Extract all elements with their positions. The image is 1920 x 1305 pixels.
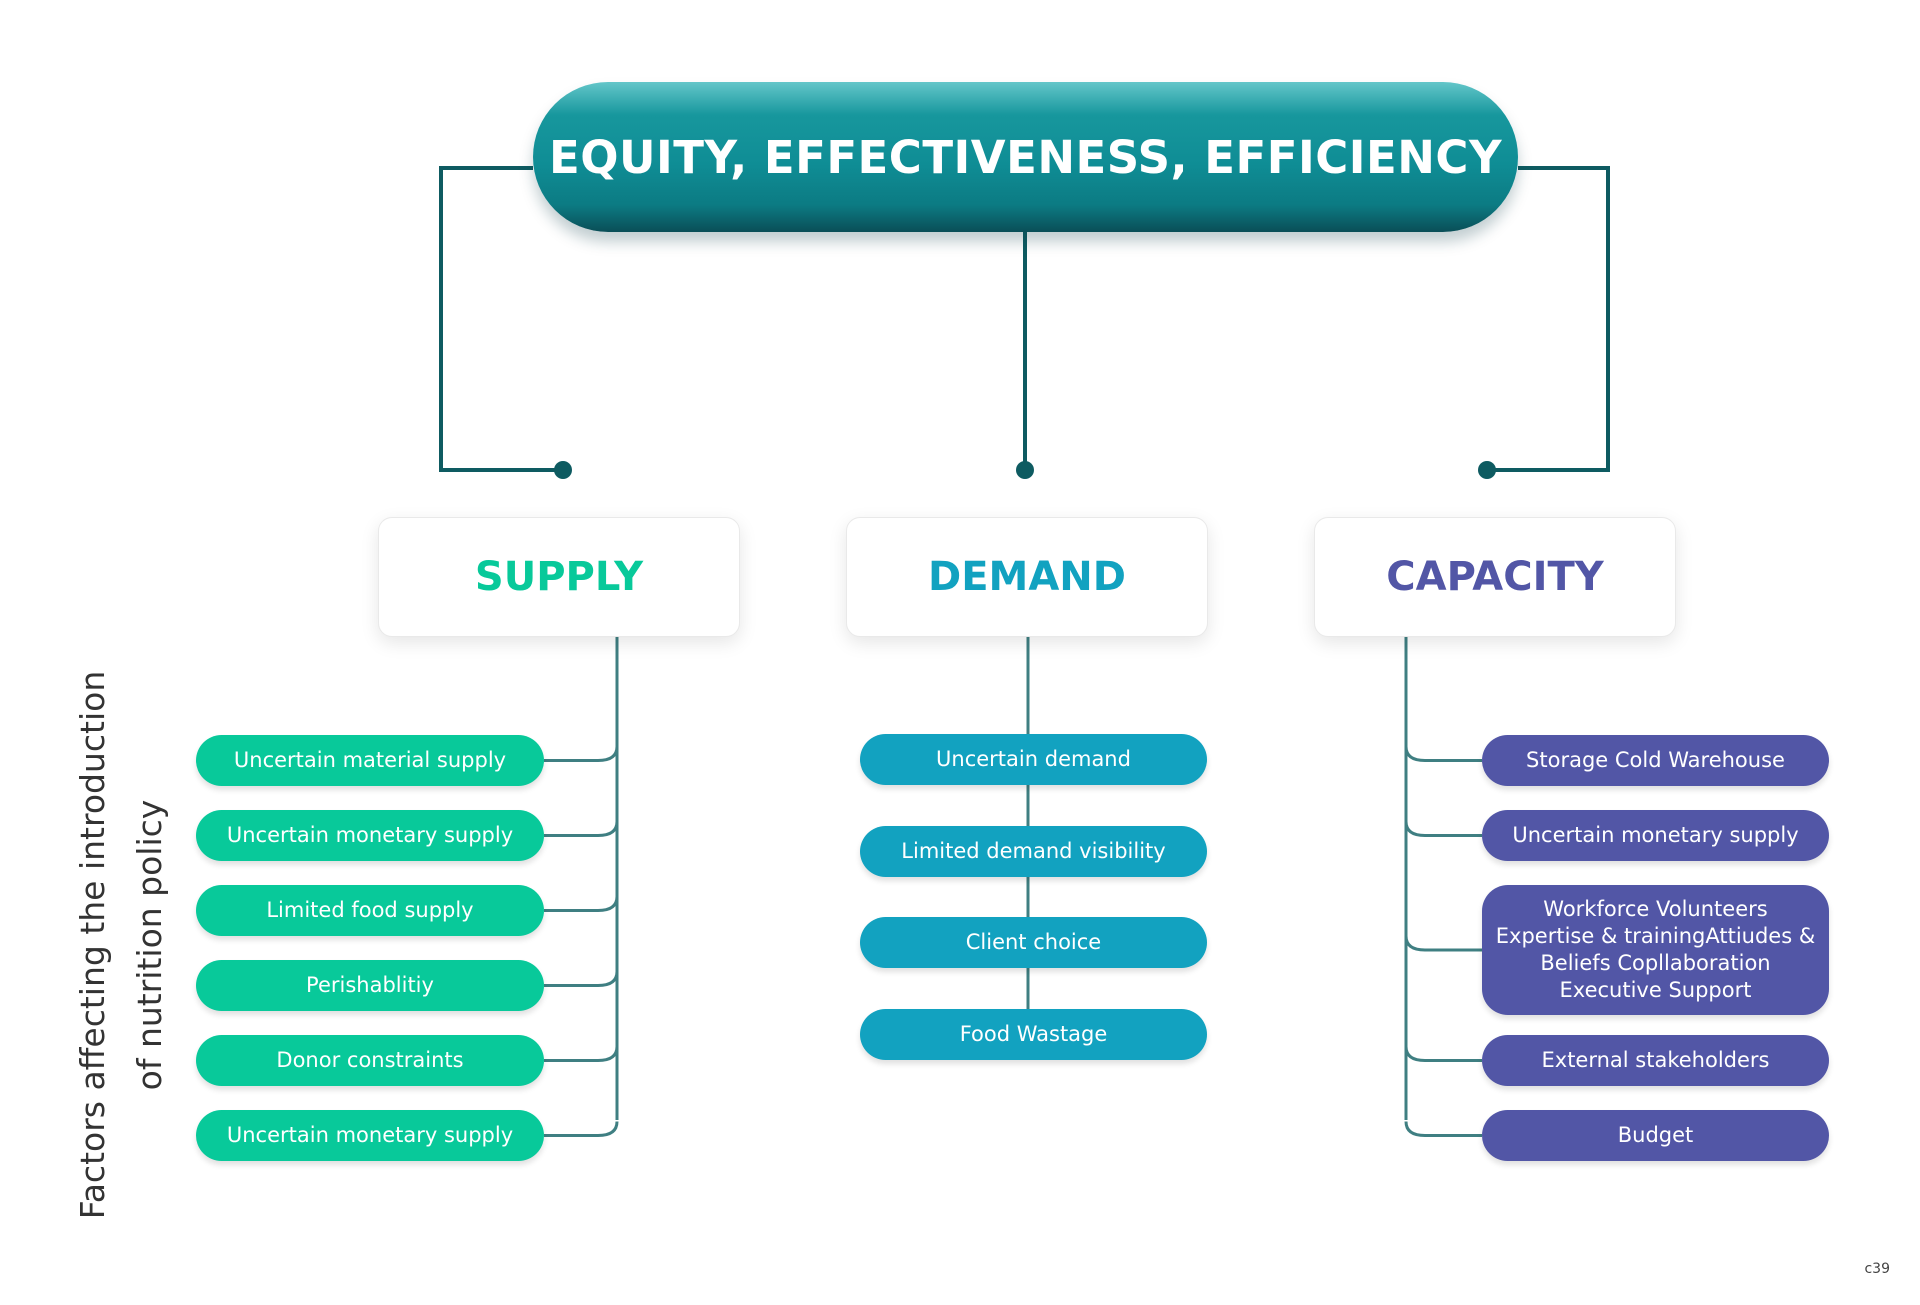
side-label: Factors affecting the introduction of nu… <box>64 671 178 1219</box>
demand-item: Uncertain demand <box>860 734 1207 785</box>
supply-branch <box>544 896 619 912</box>
connector-dot-demand <box>1016 461 1034 479</box>
supply-item: Donor constraints <box>196 1035 544 1086</box>
side-label-line-1: Factors affecting the introduction <box>73 670 112 1220</box>
connector-left <box>439 166 563 472</box>
capacity-branch <box>1404 821 1482 837</box>
capacity-branch <box>1404 935 1482 952</box>
supply-item: Uncertain material supply <box>196 735 544 786</box>
capacity-item: Storage Cold Warehouse <box>1482 735 1829 786</box>
demand-item: Food Wastage <box>860 1009 1207 1060</box>
supply-branch <box>544 821 619 837</box>
code-tag: c39 <box>1864 1261 1890 1277</box>
supply-title: SUPPLY <box>474 554 644 600</box>
diagram-title: EQUITY, EFFECTIVENESS, EFFICIENCY <box>548 130 1503 184</box>
supply-item: Uncertain monetary supply <box>196 1110 544 1161</box>
capacity-item: Budget <box>1482 1110 1829 1161</box>
capacity-item: External stakeholders <box>1482 1035 1829 1086</box>
branch-connectors <box>544 635 1482 1137</box>
supply-item: Perishablitiy <box>196 960 544 1011</box>
supply-box: SUPPLY <box>378 517 740 637</box>
supply-branch <box>544 971 619 987</box>
capacity-branch <box>1404 1046 1482 1062</box>
supply-item: Uncertain monetary supply <box>196 810 544 861</box>
side-label-line-2: of nutrition policy <box>130 799 169 1091</box>
title-pill: EQUITY, EFFECTIVENESS, EFFICIENCY <box>533 82 1518 232</box>
supply-branch <box>544 1121 619 1137</box>
supply-branch <box>544 746 619 762</box>
capacity-item: Workforce Volunteers Expertise & trainin… <box>1482 885 1829 1015</box>
demand-title: DEMAND <box>928 554 1126 600</box>
connector-dot-capacity <box>1478 461 1496 479</box>
supply-item: Limited food supply <box>196 885 544 936</box>
capacity-branch <box>1404 1121 1482 1137</box>
capacity-box: CAPACITY <box>1314 517 1676 637</box>
connector-right <box>1487 166 1610 472</box>
top-connectors <box>439 166 1610 479</box>
capacity-branch <box>1404 746 1482 762</box>
demand-item: Client choice <box>860 917 1207 968</box>
capacity-title: CAPACITY <box>1386 554 1604 600</box>
capacity-item: Uncertain monetary supply <box>1482 810 1829 861</box>
demand-item: Limited demand visibility <box>860 826 1207 877</box>
demand-box: DEMAND <box>846 517 1208 637</box>
supply-branch <box>544 1046 619 1062</box>
connector-dot-supply <box>554 461 572 479</box>
